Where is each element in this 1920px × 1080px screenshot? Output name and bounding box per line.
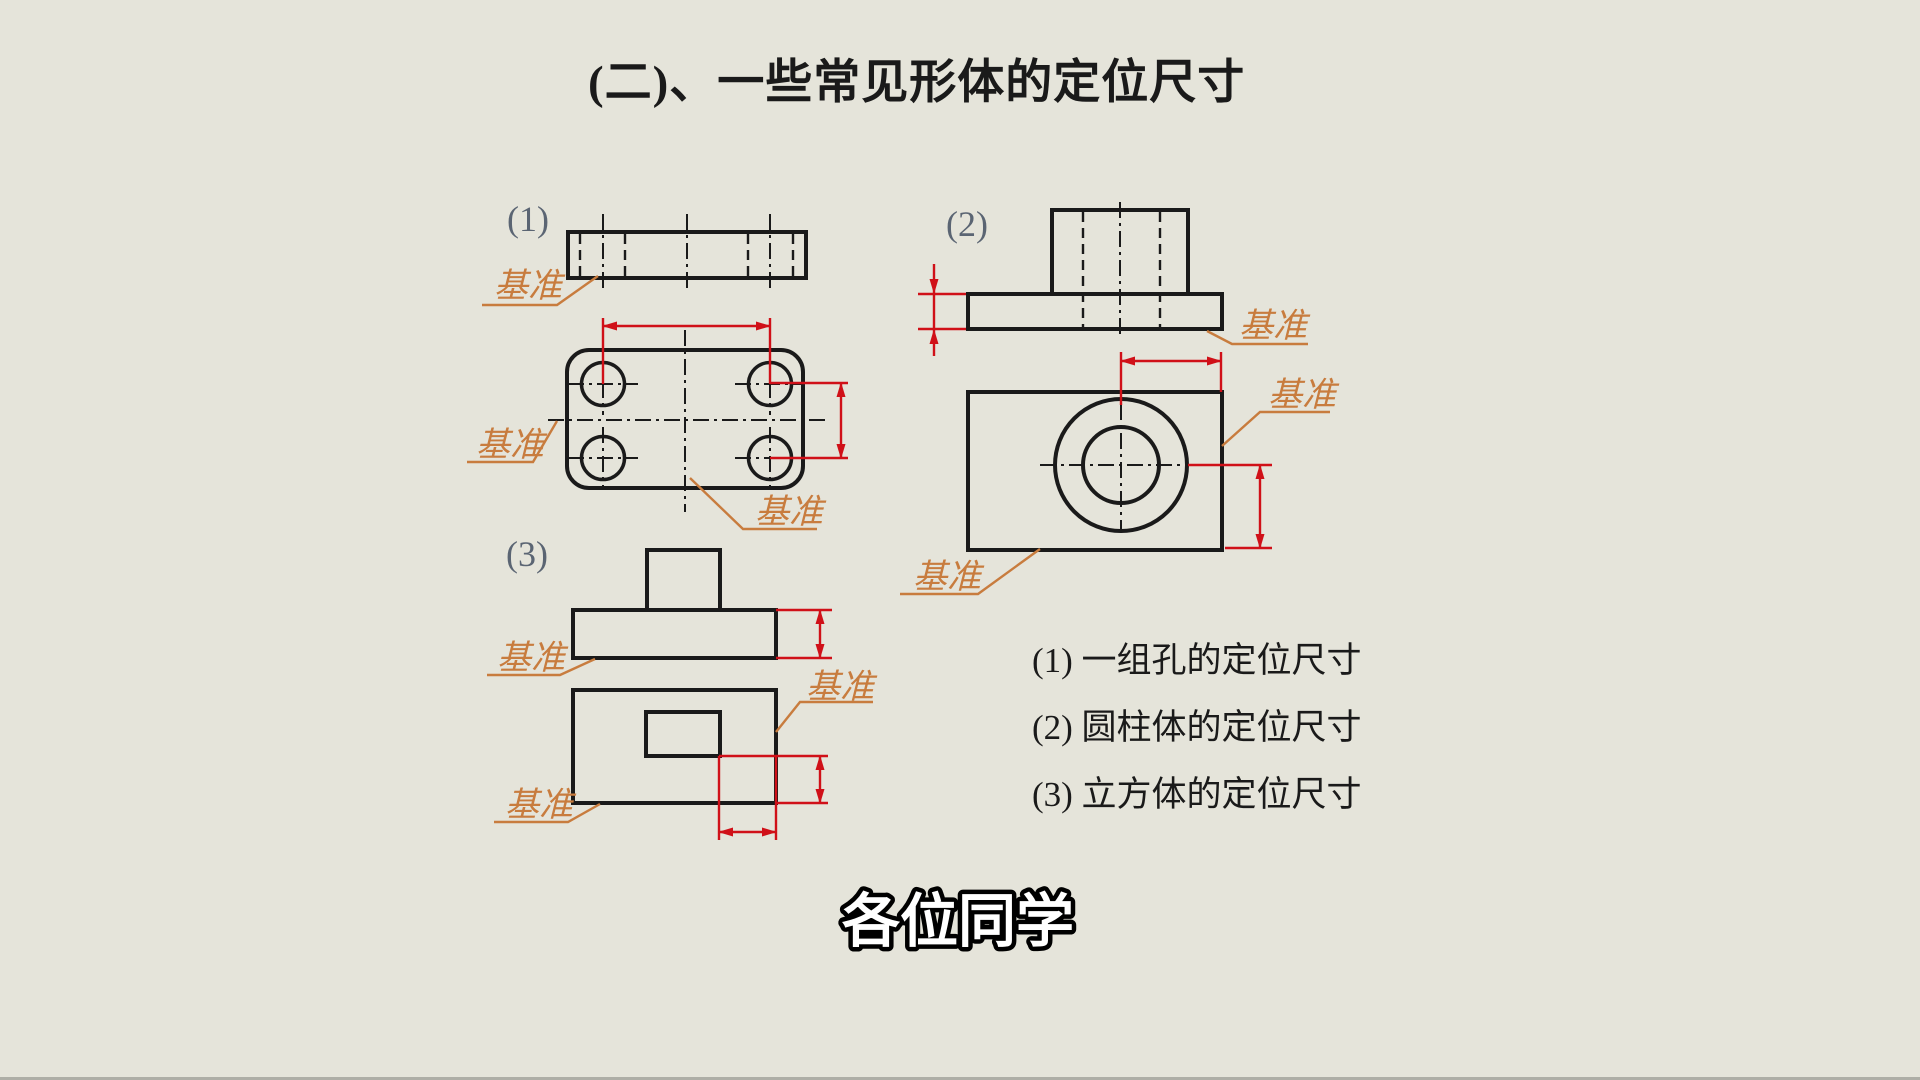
- fig2-plan-bottom-datum-leader: [900, 548, 1041, 596]
- figure-2: (2) 基准: [900, 202, 1340, 596]
- fig3-front-datum-leader: [487, 657, 596, 677]
- fig1-front-hidden-lines: [578, 234, 795, 276]
- legend-item-1: (1) 一组孔的定位尺寸: [1032, 641, 1362, 680]
- page-title: (二)、一些常见形体的定位尺寸: [588, 57, 1246, 109]
- fig2-plan-right-datum-label: 基准: [1268, 377, 1340, 414]
- fig3-plan-bottom-datum-leader: [494, 802, 601, 824]
- fig2-plan-view: [966, 352, 1272, 552]
- fig1-front-outline: [566, 230, 808, 280]
- fig1-front-datum-leader: [482, 275, 599, 307]
- fig1-plan-bottom-datum-leader: [689, 477, 817, 531]
- fig2-plan-outline: [966, 390, 1224, 552]
- fig1-plan-left-datum-label: 基准: [476, 427, 548, 464]
- fig1-plan-bottom-datum-label: 基准: [755, 494, 827, 531]
- fig1-plan-left-datum-leader: [467, 420, 559, 464]
- fig2-front-hidden-lines: [1081, 212, 1162, 327]
- fig3-front-datum-label: 基准: [497, 640, 569, 677]
- fig3-plan-right-datum-leader: [775, 700, 873, 733]
- fig3-plan-view: [571, 688, 828, 840]
- subtitle-caption: 各位同学: [842, 887, 1074, 955]
- legend-item-3: (3) 立方体的定位尺寸: [1032, 775, 1362, 814]
- fig3-plan-outer-outline: [571, 688, 778, 805]
- fig1-front-view: [566, 214, 808, 292]
- fig3-front-view: [571, 548, 832, 660]
- fig1-plan-centerlines: [548, 330, 828, 512]
- fig1-hole-bottom-left: [579, 434, 627, 482]
- legend: (1) 一组孔的定位尺寸 (2) 圆柱体的定位尺寸 (3) 立方体的定位尺寸: [1032, 643, 1362, 813]
- fig2-plan-bottom-datum-label: 基准: [913, 559, 985, 596]
- fig3-plan-extension-lines: [717, 754, 828, 840]
- fig3-front-extension-lines: [776, 608, 832, 660]
- fig1-plan-outline: [565, 348, 805, 490]
- fig3-plan-bottom-datum-label: 基准: [505, 787, 577, 824]
- figure-1-number: (1): [507, 199, 549, 239]
- figure-3: (3) 基准 基准 基准: [487, 534, 878, 840]
- figure-2-number: (2): [946, 204, 988, 244]
- fig2-front-extension-lines: [918, 292, 966, 331]
- bottom-edge-strip: [0, 1077, 1920, 1080]
- fig3-top-block-outline: [645, 548, 722, 612]
- fig2-front-datum-label: 基准: [1239, 308, 1311, 345]
- legend-item-2: (2) 圆柱体的定位尺寸: [1032, 708, 1362, 747]
- fig2-base-outline: [966, 292, 1224, 331]
- fig2-front-datum-leader: [1206, 329, 1308, 346]
- fig2-plan-right-datum-leader: [1221, 410, 1330, 447]
- fig3-base-outline: [571, 608, 778, 660]
- fig3-plan-inner-outline: [644, 710, 722, 758]
- fig1-plan-view: [548, 318, 848, 512]
- fig1-front-centerlines: [602, 214, 771, 292]
- fig1-extension-lines: [601, 318, 848, 460]
- fig3-plan-right-datum-label: 基准: [806, 669, 878, 706]
- fig2-inner-circle: [1081, 425, 1161, 505]
- fig2-plan-extension-lines: [1119, 352, 1272, 550]
- figure-1: (1) 基准: [467, 199, 848, 531]
- figure-3-number: (3): [506, 534, 548, 574]
- fig1-front-datum-label: 基准: [494, 268, 566, 305]
- fig2-front-view: [918, 202, 1224, 356]
